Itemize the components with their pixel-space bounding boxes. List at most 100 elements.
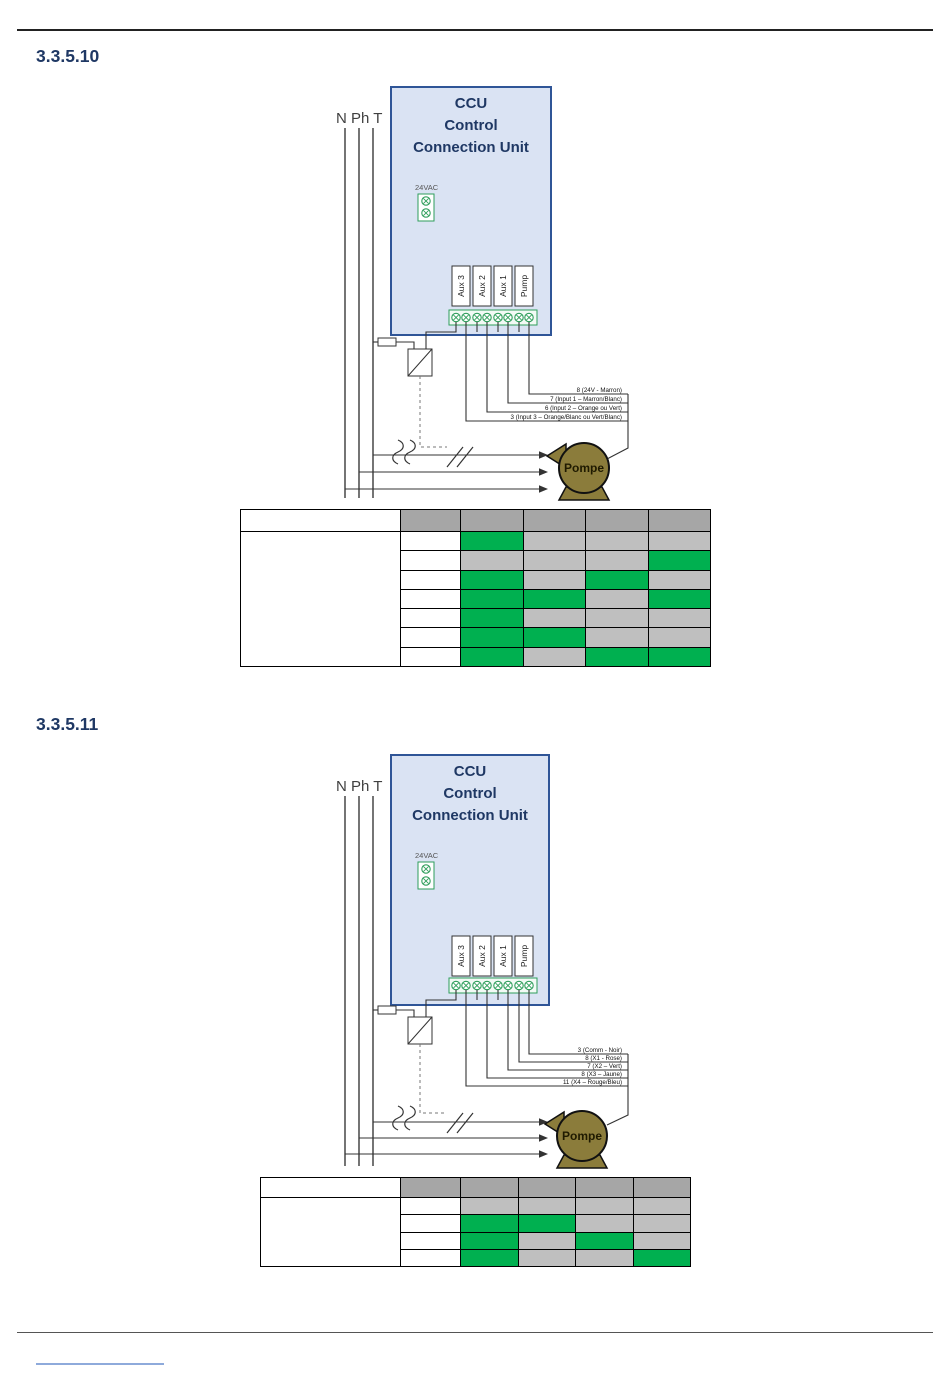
state-cell bbox=[461, 551, 524, 571]
top-divider bbox=[17, 29, 933, 31]
header-cell bbox=[648, 510, 711, 532]
wire-label-3: 7 (X2 – Vert) bbox=[587, 1063, 622, 1070]
aux1-label: Aux 1 bbox=[498, 275, 508, 297]
vac-terminal-block: 24VAC bbox=[415, 183, 439, 222]
row-label-cell bbox=[241, 532, 401, 668]
state-cell bbox=[576, 1198, 634, 1216]
wire-label-3: 6 (Input 2 – Orange ou Vert) bbox=[545, 405, 622, 412]
state-cell bbox=[461, 609, 524, 629]
fuse-and-relay bbox=[373, 337, 447, 448]
terminal-screw-icon bbox=[421, 876, 431, 886]
state-cell bbox=[523, 532, 586, 552]
state-cell bbox=[648, 628, 711, 648]
fuse-icon bbox=[377, 1005, 397, 1015]
pump-label: Pompe bbox=[562, 1129, 602, 1143]
terminal-screw-icon bbox=[514, 980, 524, 991]
state-cell bbox=[461, 532, 524, 552]
terminal-screw-icon bbox=[503, 980, 513, 991]
io-configuration-table-2 bbox=[260, 1177, 691, 1268]
aux1-label: Aux 1 bbox=[498, 945, 508, 967]
wire-label-4: 3 (Input 3 – Orange/Blanc ou Vert/Blanc) bbox=[511, 414, 622, 421]
state-cell bbox=[461, 570, 524, 590]
aux3-label: Aux 3 bbox=[456, 275, 466, 297]
pump-label: Pompe bbox=[564, 461, 604, 475]
terminal-screw-icon bbox=[472, 980, 482, 991]
state-cell bbox=[576, 1232, 634, 1250]
state-cell bbox=[648, 551, 711, 571]
state-cell bbox=[586, 551, 649, 571]
ccu-title-line-1: CCU bbox=[454, 763, 487, 780]
terminal-screw-icon bbox=[524, 312, 534, 323]
state-cell bbox=[586, 628, 649, 648]
spacer-cell bbox=[401, 609, 461, 629]
terminal-screw-icon bbox=[482, 980, 492, 991]
spacer-cell bbox=[401, 628, 461, 648]
terminal-screw-icon bbox=[503, 312, 513, 323]
pump-terminal-label: Pump bbox=[519, 945, 529, 967]
terminal-screw-icon bbox=[472, 312, 482, 323]
pump-terminal-label: Pump bbox=[519, 275, 529, 297]
thermal-overload-icon bbox=[392, 1105, 404, 1131]
aux-terminal-blocks: Aux 3 Aux 2 Aux 1 Pump bbox=[451, 265, 534, 307]
header-cell bbox=[633, 1178, 691, 1198]
pump: Pompe bbox=[545, 442, 611, 501]
state-cell bbox=[648, 589, 711, 610]
state-cell bbox=[648, 609, 711, 629]
state-cell bbox=[576, 1215, 634, 1233]
wiring-diagram-1: N Ph T CCU Control Connection Unit 24VAC… bbox=[336, 86, 629, 501]
state-cell bbox=[461, 1249, 519, 1268]
header-cell bbox=[523, 510, 586, 532]
terminal-screw-icon bbox=[514, 312, 524, 323]
state-cell bbox=[518, 1198, 576, 1216]
signal-wires bbox=[425, 990, 629, 1126]
aux3-label: Aux 3 bbox=[456, 945, 466, 967]
vac-label: 24VAC bbox=[415, 183, 439, 192]
state-cell bbox=[518, 1249, 576, 1268]
state-cell bbox=[648, 570, 711, 590]
aux2-label: Aux 2 bbox=[477, 945, 487, 967]
spacer-cell bbox=[401, 589, 461, 610]
header-cell bbox=[586, 510, 649, 532]
state-cell bbox=[523, 609, 586, 629]
phase-label: N Ph T bbox=[336, 110, 382, 127]
state-cell bbox=[523, 551, 586, 571]
spacer-cell bbox=[401, 570, 461, 590]
state-cell bbox=[633, 1249, 691, 1268]
state-cell bbox=[523, 570, 586, 590]
wiring-diagram-2: N Ph T CCU Control Connection Unit 24VAC… bbox=[336, 754, 629, 1169]
state-cell bbox=[576, 1249, 634, 1268]
power-feed-arrows bbox=[345, 451, 548, 493]
spacer-cell bbox=[401, 647, 461, 668]
wire-labels: 3 (Comm - Noir) 8 (X1 - Rose) 7 (X2 – Ve… bbox=[563, 1047, 622, 1086]
terminal-screw-icon bbox=[421, 196, 431, 206]
switch-contact-icon bbox=[446, 1112, 464, 1134]
fuse-and-relay bbox=[373, 1005, 447, 1114]
state-cell bbox=[461, 1198, 519, 1216]
state-cell bbox=[523, 647, 586, 668]
wire-label-2: 8 (X1 - Rose) bbox=[585, 1055, 622, 1062]
section-heading-3-3-5-11: 3.3.5.11 bbox=[36, 714, 99, 734]
terminal-screw-icon bbox=[461, 312, 471, 323]
pump: Pompe bbox=[543, 1110, 609, 1169]
state-cell bbox=[518, 1215, 576, 1233]
terminal-screw-icon bbox=[493, 980, 503, 991]
breaker-and-switch bbox=[392, 1105, 474, 1134]
terminal-screw-icon bbox=[451, 980, 461, 991]
spacer-cell bbox=[401, 532, 461, 552]
state-cell bbox=[586, 589, 649, 610]
breaker-and-switch bbox=[392, 439, 474, 468]
wire-label-1: 3 (Comm - Noir) bbox=[578, 1047, 622, 1054]
io-configuration-table-1 bbox=[240, 509, 711, 668]
state-cell bbox=[523, 628, 586, 648]
switch-contact-icon bbox=[456, 1112, 474, 1134]
header-left-cell bbox=[261, 1178, 401, 1198]
state-cell bbox=[586, 570, 649, 590]
state-cell bbox=[461, 1215, 519, 1233]
state-cell bbox=[633, 1232, 691, 1250]
header-cell bbox=[401, 1178, 461, 1198]
state-cell bbox=[633, 1198, 691, 1216]
terminal-screw-icon bbox=[461, 980, 471, 991]
state-cell bbox=[586, 609, 649, 629]
spacer-cell bbox=[401, 1232, 461, 1250]
